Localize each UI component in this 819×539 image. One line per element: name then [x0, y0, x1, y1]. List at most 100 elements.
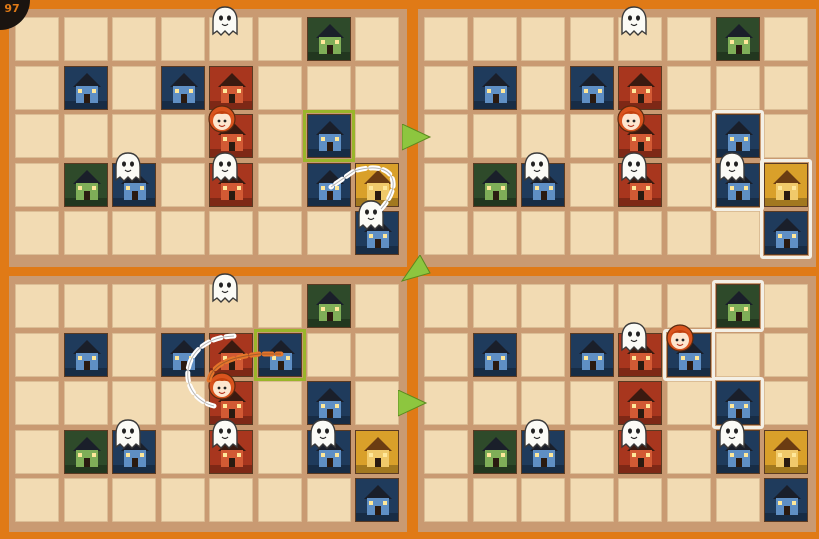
- board-cell[interactable]: [570, 478, 614, 522]
- board-cell[interactable]: [355, 66, 399, 110]
- board-cell[interactable]: [521, 333, 565, 377]
- board-cell[interactable]: [15, 211, 59, 255]
- board-cell[interactable]: [307, 211, 351, 255]
- board-cell[interactable]: [716, 211, 760, 255]
- board-cell[interactable]: [424, 478, 468, 522]
- board-cell[interactable]: [473, 17, 517, 61]
- board-cell[interactable]: [667, 284, 711, 328]
- board-cell[interactable]: [161, 114, 205, 158]
- board-cell[interactable]: [112, 17, 156, 61]
- board-cell[interactable]: [667, 211, 711, 255]
- board-cell[interactable]: [570, 381, 614, 425]
- board-cell[interactable]: [473, 284, 517, 328]
- board-cell[interactable]: [521, 284, 565, 328]
- board-cell[interactable]: [258, 284, 302, 328]
- board-cell[interactable]: [570, 114, 614, 158]
- board-cell[interactable]: [473, 114, 517, 158]
- board-cell[interactable]: [570, 430, 614, 474]
- board-cell[interactable]: [667, 430, 711, 474]
- board-cell[interactable]: [570, 211, 614, 255]
- board-cell[interactable]: [161, 381, 205, 425]
- board-cell[interactable]: [473, 381, 517, 425]
- board-cell[interactable]: [424, 163, 468, 207]
- board-cell[interactable]: [355, 284, 399, 328]
- board-cell[interactable]: [521, 17, 565, 61]
- board-cell[interactable]: [716, 66, 760, 110]
- board-cell[interactable]: [424, 66, 468, 110]
- board-cell[interactable]: [473, 478, 517, 522]
- board-cell[interactable]: [112, 478, 156, 522]
- board-cell[interactable]: [258, 478, 302, 522]
- board-cell[interactable]: [307, 66, 351, 110]
- board-cell[interactable]: [521, 66, 565, 110]
- board-cell[interactable]: [355, 333, 399, 377]
- board-cell[interactable]: [15, 114, 59, 158]
- board-cell[interactable]: [209, 211, 253, 255]
- board-cell[interactable]: [161, 163, 205, 207]
- board-cell[interactable]: [258, 66, 302, 110]
- board-cell[interactable]: [667, 66, 711, 110]
- board-cell[interactable]: [618, 211, 662, 255]
- board-cell[interactable]: [15, 66, 59, 110]
- board-cell[interactable]: [667, 114, 711, 158]
- board-cell[interactable]: [521, 211, 565, 255]
- board-cell[interactable]: [64, 17, 108, 61]
- board-cell[interactable]: [570, 163, 614, 207]
- board-cell[interactable]: [355, 114, 399, 158]
- board-cell[interactable]: [258, 163, 302, 207]
- board-cell[interactable]: [15, 163, 59, 207]
- board-cell[interactable]: [209, 478, 253, 522]
- board-cell[interactable]: [424, 430, 468, 474]
- board-cell[interactable]: [424, 333, 468, 377]
- board-cell[interactable]: [258, 17, 302, 61]
- board-cell[interactable]: [570, 17, 614, 61]
- board-cell[interactable]: [424, 17, 468, 61]
- board-cell[interactable]: [667, 381, 711, 425]
- board-cell[interactable]: [521, 478, 565, 522]
- house-icon: [473, 333, 517, 377]
- board-cell[interactable]: [15, 430, 59, 474]
- board-cell[interactable]: [258, 114, 302, 158]
- board-cell[interactable]: [667, 163, 711, 207]
- board-cell[interactable]: [764, 66, 808, 110]
- board-cell[interactable]: [112, 66, 156, 110]
- board-cell[interactable]: [667, 478, 711, 522]
- board-cell[interactable]: [570, 284, 614, 328]
- board-cell[interactable]: [618, 478, 662, 522]
- board-cell[interactable]: [764, 333, 808, 377]
- board-cell[interactable]: [355, 17, 399, 61]
- board-cell[interactable]: [667, 17, 711, 61]
- board-cell[interactable]: [15, 381, 59, 425]
- board-cell[interactable]: [764, 114, 808, 158]
- board-cell[interactable]: [307, 478, 351, 522]
- board-cell[interactable]: [15, 478, 59, 522]
- board-cell[interactable]: [161, 17, 205, 61]
- board-cell[interactable]: [258, 430, 302, 474]
- board-cell[interactable]: [112, 284, 156, 328]
- board-cell[interactable]: [355, 381, 399, 425]
- board-cell[interactable]: [716, 478, 760, 522]
- board-cell[interactable]: [15, 333, 59, 377]
- board-cell[interactable]: [764, 284, 808, 328]
- board-cell[interactable]: [112, 333, 156, 377]
- board-cell[interactable]: [64, 381, 108, 425]
- board-cell[interactable]: [161, 211, 205, 255]
- board-cell[interactable]: [64, 478, 108, 522]
- board-cell[interactable]: [764, 381, 808, 425]
- board-cell[interactable]: [258, 381, 302, 425]
- board-cell[interactable]: [161, 430, 205, 474]
- board-cell[interactable]: [764, 17, 808, 61]
- board-cell[interactable]: [64, 211, 108, 255]
- board-cell[interactable]: [258, 211, 302, 255]
- board-cell[interactable]: [716, 333, 760, 377]
- board-cell[interactable]: [424, 284, 468, 328]
- board-cell[interactable]: [64, 114, 108, 158]
- board-cell[interactable]: [424, 211, 468, 255]
- board-cell[interactable]: [473, 211, 517, 255]
- board-cell[interactable]: [64, 284, 108, 328]
- board-cell[interactable]: [15, 284, 59, 328]
- board-cell[interactable]: [161, 478, 205, 522]
- board-cell[interactable]: [307, 333, 351, 377]
- board-cell[interactable]: [161, 284, 205, 328]
- board-cell[interactable]: [112, 211, 156, 255]
